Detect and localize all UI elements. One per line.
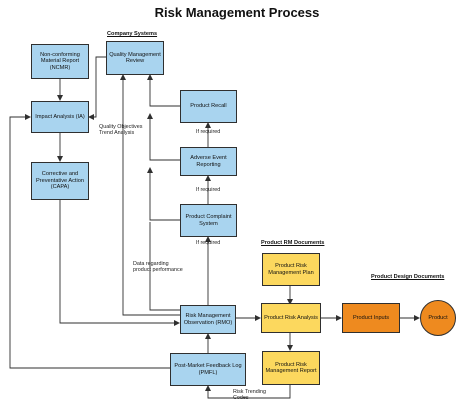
- node-product-inputs[interactable]: Product Inputs: [342, 303, 400, 333]
- arrow-recall-to-qmr: [147, 74, 180, 107]
- arrow-rmo-to-qmr-data: [149, 222, 180, 311]
- node-impact-analysis[interactable]: Impact Analysis (IA): [31, 101, 89, 133]
- node-ncmr[interactable]: Non-conforming Material Report (NCMR): [31, 44, 89, 79]
- section-product-rm-documents: Product RM Documents: [261, 240, 325, 246]
- node-capa[interactable]: Corrective and Preventative Action (CAPA…: [31, 162, 89, 200]
- node-product-risk-management-plan[interactable]: Product Risk Management Plan: [262, 253, 320, 286]
- arrow-pmfl-to-ia: [9, 114, 170, 369]
- node-product-risk-analysis[interactable]: Product Risk Analysis: [261, 303, 321, 333]
- label-if-required-complaint: If required: [196, 240, 221, 246]
- arrow-report-to-pmfl: [205, 385, 291, 399]
- arrow-capa-to-rmo: [59, 200, 180, 326]
- node-product-recall[interactable]: Product Recall: [180, 90, 237, 123]
- label-if-required-adverse: If required: [196, 187, 221, 193]
- label-if-required-recall: If required: [196, 129, 221, 135]
- arrow-qmr-to-ia: [88, 56, 106, 120]
- label-risk-trending-codes: Risk Trending Codes: [233, 389, 266, 402]
- label-quality-objectives: Quality Objectives Trend Analysis: [99, 124, 143, 137]
- node-post-market-feedback-log[interactable]: Post-Market Feedback Log (PMFL): [170, 353, 246, 386]
- section-company-systems: Company Systems: [107, 31, 158, 37]
- section-product-design-documents: Product Design Documents: [371, 274, 445, 280]
- arrow-adverse-to-qmr: [147, 113, 180, 161]
- node-product[interactable]: Product: [420, 300, 456, 336]
- node-product-risk-management-report[interactable]: Product Risk Management Report: [262, 351, 320, 385]
- node-product-complaint-system[interactable]: Product Complaint System: [180, 204, 237, 237]
- node-adverse-event-reporting[interactable]: Adverse Event Reporting: [180, 147, 237, 176]
- node-quality-management-review[interactable]: Quality Management Review: [106, 41, 164, 75]
- label-data-regarding-product-performance: Data regarding product performance: [133, 261, 183, 274]
- page-title: Risk Management Process: [154, 5, 320, 20]
- node-risk-management-observation[interactable]: Risk Management Observation (RMO): [180, 305, 236, 334]
- arrow-rmo-to-qmr: [120, 74, 180, 316]
- arrow-complaint-to-qmr: [147, 167, 180, 221]
